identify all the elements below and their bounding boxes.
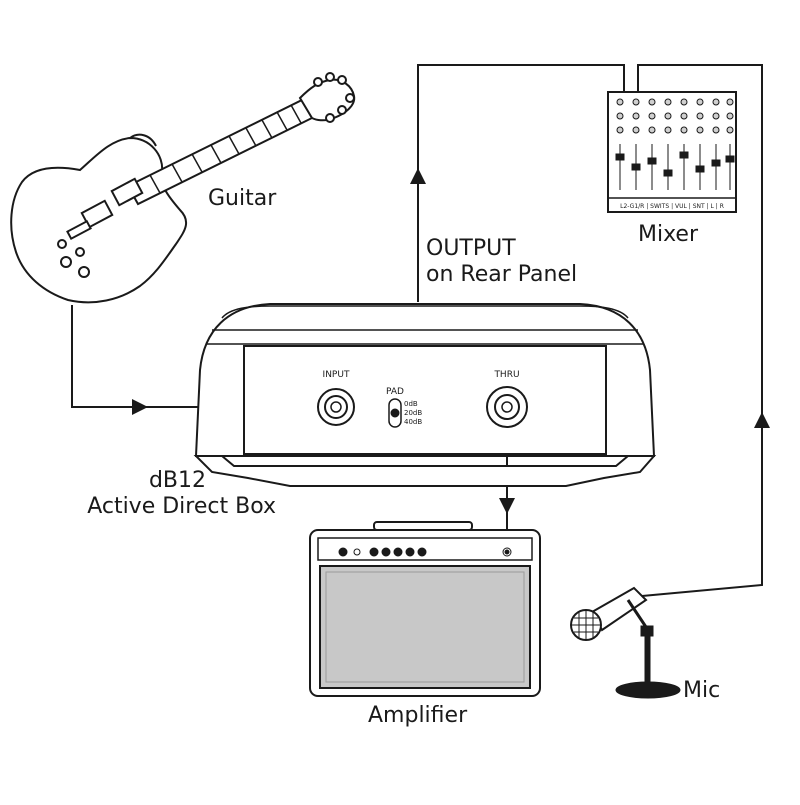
guitar-bridge <box>66 219 92 241</box>
guitar-pickup-bridge <box>80 199 114 229</box>
mixer-strip-text: L2-G1/R | SWITS | VUL | SNT | L | R <box>620 203 724 210</box>
direct-box-name: Active Direct Box <box>87 494 276 520</box>
tuning-pegs <box>313 72 355 123</box>
guitar-horn <box>129 133 157 147</box>
output-label-line1: OUTPUT <box>426 236 516 261</box>
input-jack-socket <box>330 401 342 413</box>
direct-box-base <box>193 455 657 487</box>
pad-switch-label: PAD <box>386 387 404 397</box>
direct-box-front-panel <box>243 345 607 455</box>
guitar-illustration <box>10 72 356 304</box>
thru-jack-label: THRU <box>493 370 519 380</box>
pad-option-20db: 20dB <box>404 409 422 417</box>
input-jack-label: INPUT <box>323 370 350 380</box>
guitar-frets <box>149 104 302 194</box>
mixer-body <box>607 91 737 213</box>
mixer-illustration: L2-G1/R | SWITS | VUL | SNT | L | R <box>607 91 737 213</box>
output-label-line2: on Rear Panel <box>426 262 578 288</box>
mic-label: Mic <box>683 678 721 703</box>
cable-mic-to-mixer <box>637 64 763 597</box>
pad-option-40db: 40dB <box>404 418 422 426</box>
direct-box-ridges <box>206 305 644 345</box>
amp-grille-inner <box>325 571 525 683</box>
mic-stand-base <box>615 681 681 699</box>
pad-switch-toggle <box>390 408 400 418</box>
amp-grille <box>319 565 531 689</box>
amplifier-illustration <box>309 521 541 697</box>
guitar-knobs <box>57 239 90 278</box>
mic-grille <box>572 610 600 640</box>
thru-jack-socket <box>501 401 513 413</box>
output-label: OUTPUT on Rear Panel <box>426 236 577 289</box>
mixer-label: Mixer <box>638 222 699 247</box>
guitar-label: Guitar <box>208 186 277 211</box>
direct-box-label: dB12 Active Direct Box <box>0 468 276 521</box>
mic-stand-joint <box>640 625 654 637</box>
mixer-faders <box>615 144 735 190</box>
direct-box-model: dB12 <box>148 468 206 493</box>
mic-stand-pole <box>644 635 651 685</box>
mic-clip <box>626 599 650 631</box>
amp-knobs <box>338 547 512 557</box>
guitar-pickup-neck <box>110 177 144 207</box>
mixer-knobs <box>616 98 734 134</box>
mic-illustration <box>570 586 681 699</box>
direct-box-illustration: INPUT PAD 0dB 20dB 40dB THRU <box>193 303 657 487</box>
amp-handle <box>373 521 473 531</box>
amplifier-label: Amplifier <box>368 703 468 728</box>
pad-option-0db: 0dB <box>404 400 418 408</box>
